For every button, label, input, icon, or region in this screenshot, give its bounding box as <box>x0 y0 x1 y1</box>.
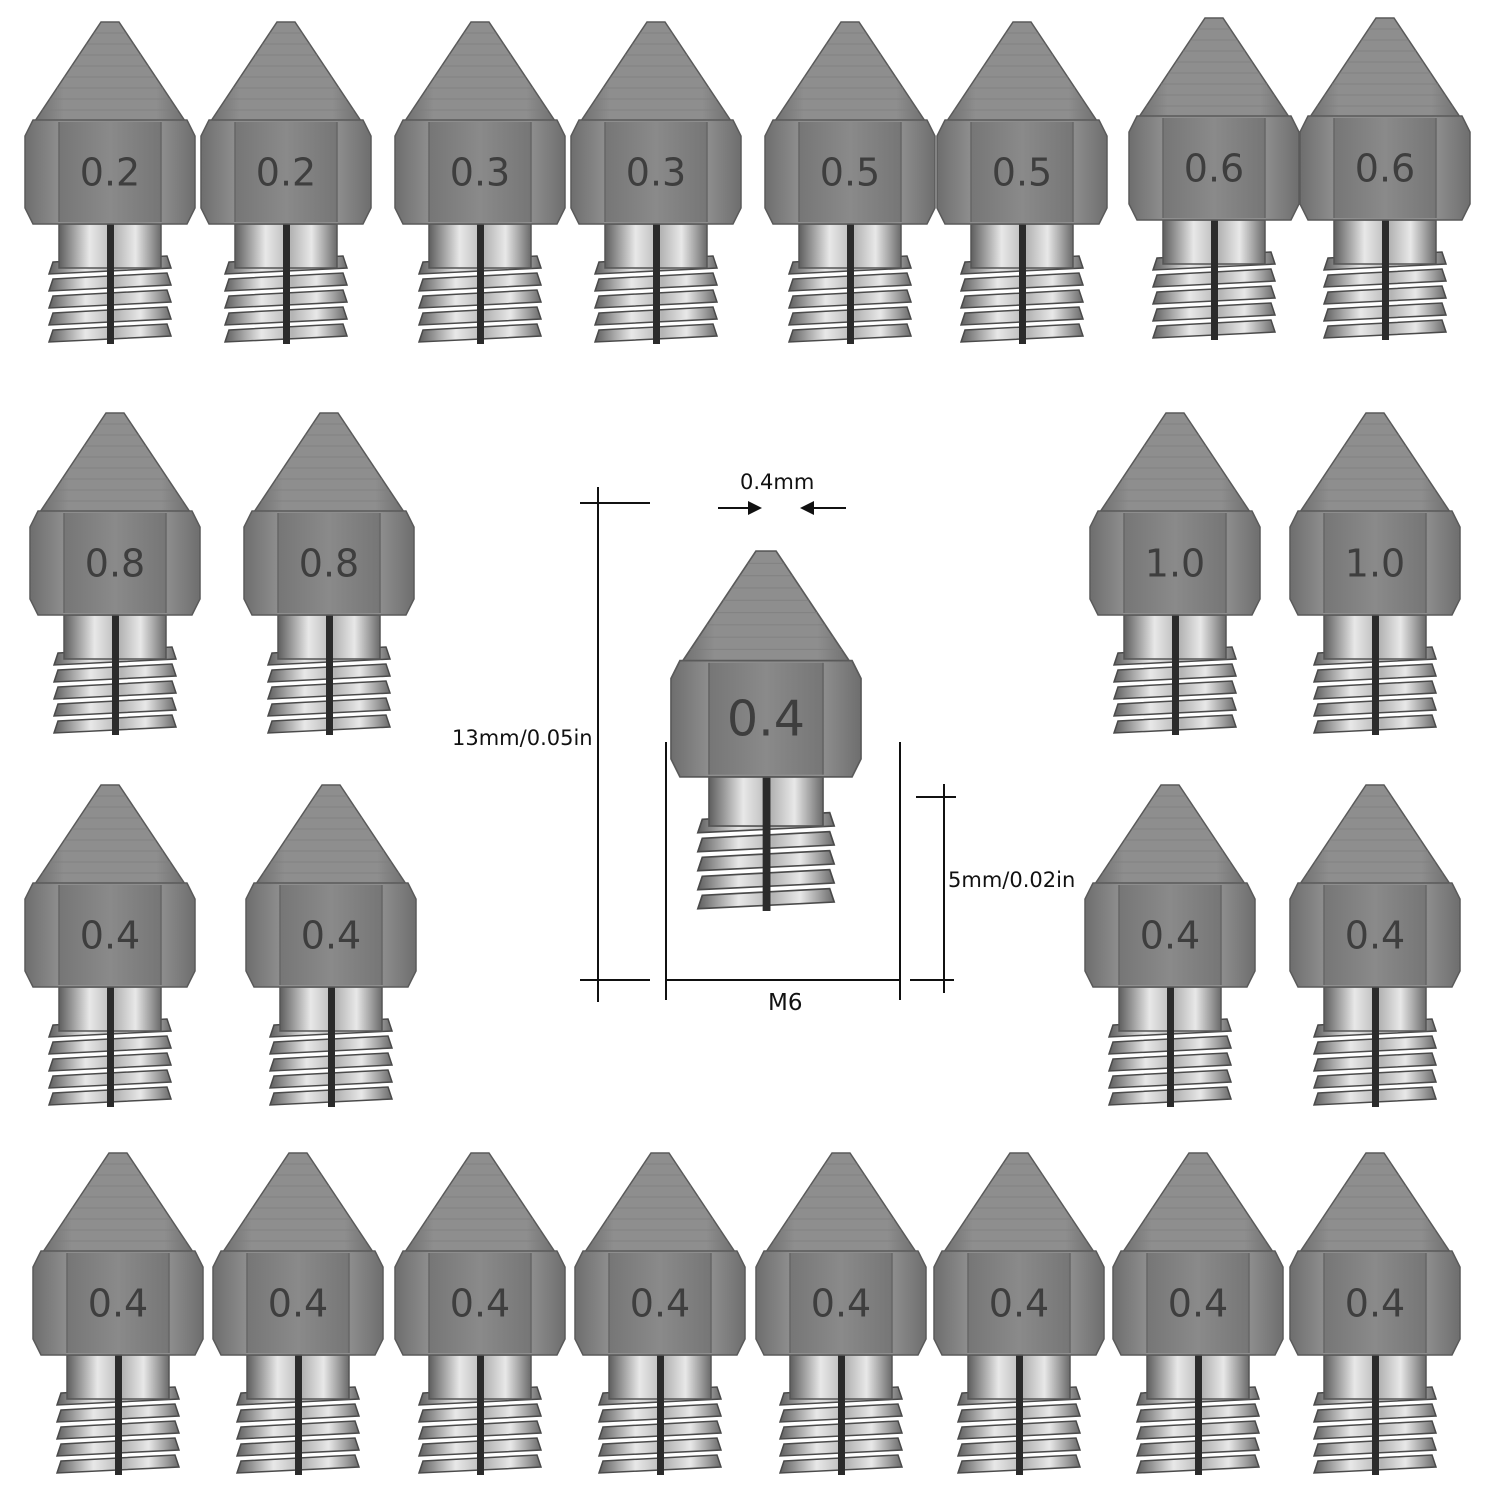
tip-dimension-label: 0.4mm <box>740 470 815 494</box>
nozzle-size-label: 0.4 <box>88 1282 148 1326</box>
nozzle-size-label: 0.8 <box>85 542 145 586</box>
nozzle-11: 1.0 <box>1089 412 1261 743</box>
nozzle-size-label: 0.4 <box>450 1282 510 1326</box>
nozzle-24: 0.4 <box>1289 1152 1461 1483</box>
nozzle-size-label: 0.6 <box>1355 147 1415 191</box>
nozzle-3: 0.3 <box>394 21 566 352</box>
nozzle-size-label: 0.8 <box>299 542 359 586</box>
nozzle-size-label: 0.4 <box>989 1282 1049 1326</box>
nozzle-size-label: 1.0 <box>1345 542 1405 586</box>
nozzle-18: 0.4 <box>212 1152 384 1483</box>
nozzle-size-label: 0.3 <box>450 151 510 195</box>
nozzle-size-label: 0.5 <box>992 151 1052 195</box>
nozzle-size-label: 0.3 <box>626 151 686 195</box>
nozzle-16: 0.4 <box>1289 784 1461 1115</box>
nozzle-21: 0.4 <box>755 1152 927 1483</box>
nozzle-12: 1.0 <box>1289 412 1461 743</box>
nozzle-19: 0.4 <box>394 1152 566 1483</box>
nozzle-size-label: 0.4 <box>1345 914 1405 958</box>
nozzle-size-label: 0.5 <box>820 151 880 195</box>
nozzle-10: 0.8 <box>243 412 415 743</box>
nozzle-5: 0.5 <box>764 21 936 352</box>
nozzle-20: 0.4 <box>574 1152 746 1483</box>
nozzle-14: 0.4 <box>245 784 417 1115</box>
nozzle-size-label: 0.4 <box>301 914 361 958</box>
nozzle-size-label: 0.4 <box>1168 1282 1228 1326</box>
nozzle-22: 0.4 <box>933 1152 1105 1483</box>
tip-right-arrowhead <box>800 501 814 515</box>
nozzle-size-label: 0.4 <box>811 1282 871 1326</box>
nozzle-size-label: 0.4 <box>1345 1282 1405 1326</box>
nozzle-size-label: 0.4 <box>1140 914 1200 958</box>
nozzle-size-label: 0.2 <box>80 151 140 195</box>
nozzle-2: 0.2 <box>200 21 372 352</box>
height-dimension-label: 13mm/0.05in <box>452 726 593 750</box>
nozzle-8: 0.6 <box>1299 17 1471 348</box>
nozzle-17: 0.4 <box>32 1152 204 1483</box>
featured-nozzle: 0.4 <box>670 503 862 968</box>
nozzle-9: 0.8 <box>29 412 201 743</box>
tip-left-arrowhead <box>748 501 762 515</box>
thread-length-label: 5mm/0.02in <box>948 868 1076 892</box>
nozzle-15: 0.4 <box>1084 784 1256 1115</box>
nozzle-7: 0.6 <box>1128 17 1300 348</box>
nozzle-6: 0.5 <box>936 21 1108 352</box>
nozzle-1: 0.2 <box>24 21 196 352</box>
nozzle-size-label: 0.4 <box>268 1282 328 1326</box>
nozzle-size-label: 1.0 <box>1145 542 1205 586</box>
nozzle-13: 0.4 <box>24 784 196 1115</box>
nozzle-size-label: 0.2 <box>256 151 316 195</box>
nozzle-size-label: 0.4 <box>80 914 140 958</box>
nozzle-23: 0.4 <box>1112 1152 1284 1483</box>
nozzle-4: 0.3 <box>570 21 742 352</box>
nozzle-size-label: 0.6 <box>1184 147 1244 191</box>
thread-size-label: M6 <box>768 990 803 1016</box>
nozzle-size-label: 0.4 <box>630 1282 690 1326</box>
nozzle-size-label: 0.4 <box>727 690 805 748</box>
